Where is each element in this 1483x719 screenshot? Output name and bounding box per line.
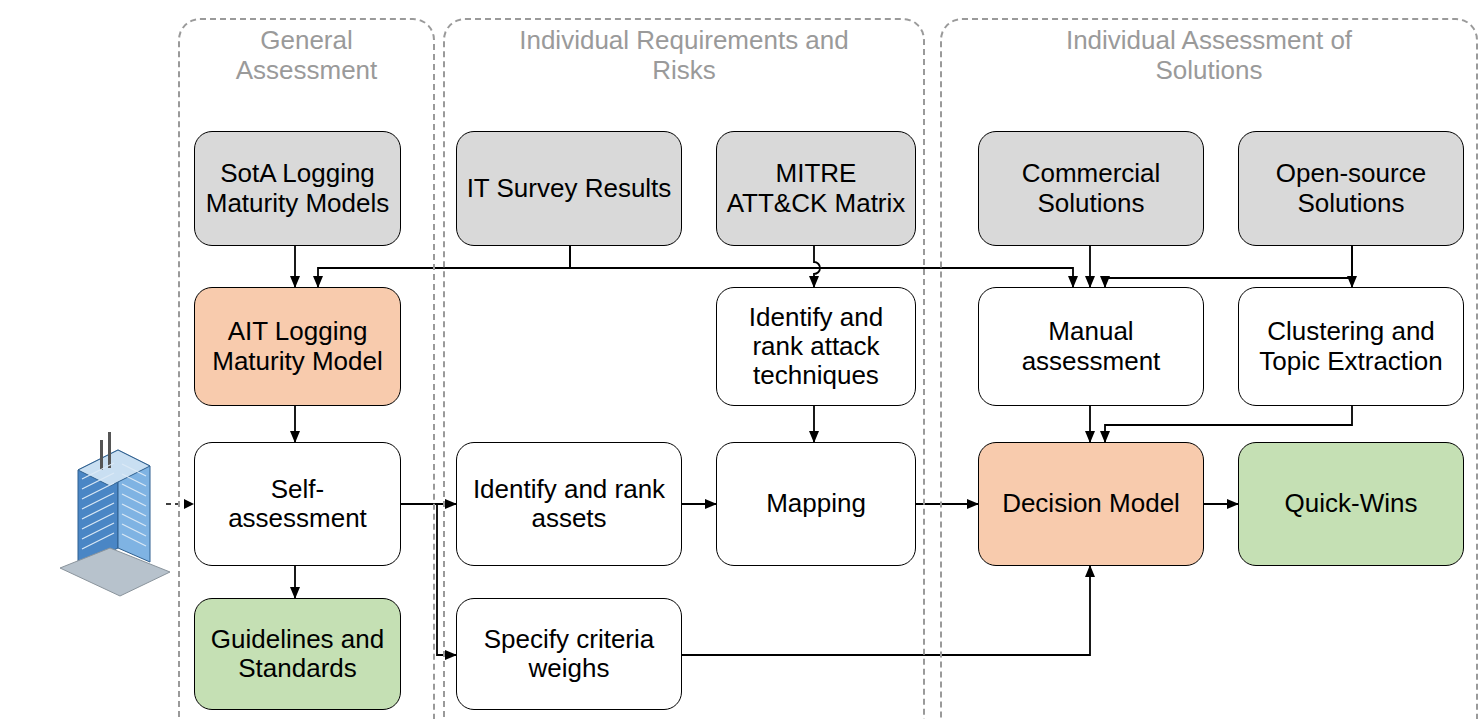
box-label: Guidelines and Standards [203, 625, 392, 683]
flow-arrow [814, 246, 820, 287]
box-label: Manual assessment [987, 317, 1195, 375]
process-box: Mapping [716, 442, 916, 566]
window-line [122, 494, 146, 506]
model-box: AIT Logging Maturity Model [194, 287, 401, 406]
flow-arrow [916, 503, 978, 505]
process-box: Manual assessment [978, 287, 1204, 406]
box-label: IT Survey Results [467, 174, 672, 203]
box-label: SotA Logging Maturity Models [203, 159, 392, 217]
box-label: Mapping [766, 489, 866, 518]
flow-arrow [294, 246, 296, 287]
window-line [122, 534, 146, 546]
building-roof [78, 450, 150, 486]
window-line [122, 464, 146, 476]
box-label: Clustering and Topic Extraction [1247, 317, 1455, 375]
box-label: Quick-Wins [1285, 489, 1418, 518]
model-box: Decision Model [978, 442, 1204, 566]
input-box: Commercial Solutions [978, 131, 1204, 246]
flow-arrow [813, 406, 815, 442]
phase-group: General AssessmentSotA Logging Maturity … [178, 18, 435, 719]
flow-arrow [682, 503, 716, 505]
box-label: Commercial Solutions [987, 159, 1195, 217]
window-line [82, 523, 114, 539]
box-label: MITRE ATT&CK Matrix [725, 159, 907, 217]
group-heading: Individual Requirements and Risks [519, 26, 849, 86]
box-label: Self-assessment [203, 475, 392, 533]
box-label: AIT Logging Maturity Model [203, 317, 392, 375]
window-line [82, 533, 114, 549]
entry-arrow-head [184, 499, 194, 509]
phase-group: Individual Requirements and Risks IT Surv… [443, 18, 925, 719]
input-box: IT Survey Results [456, 131, 682, 246]
box-label: Open-source Solutions [1247, 159, 1455, 217]
box-label: Specify criteria weighs [465, 625, 673, 683]
box-label: Identify and rank assets [465, 475, 673, 533]
process-box: Self-assessment [194, 442, 401, 566]
flow-arrow [682, 566, 1090, 655]
window-line [82, 513, 114, 529]
window-line [122, 514, 146, 526]
group-heading: General Assessment [212, 26, 402, 86]
flow-arrow [570, 246, 1073, 287]
window-lines [82, 463, 146, 549]
window-line [82, 503, 114, 519]
building-base [60, 548, 170, 596]
process-box: Identify and rank assets [456, 442, 682, 566]
input-box: MITRE ATT&CK Matrix [716, 131, 916, 246]
flow-arrow [1089, 246, 1091, 287]
window-line [122, 504, 146, 516]
window-line [122, 524, 146, 536]
output-box: Quick-Wins [1238, 442, 1464, 566]
flow-arrow [1351, 246, 1353, 287]
flow-arrow [294, 406, 296, 442]
window-line [82, 463, 114, 479]
entry-arrow-line [166, 503, 186, 505]
building-icon [60, 432, 170, 596]
flow-arrow [1204, 503, 1238, 505]
antenna [100, 440, 103, 470]
flow-arrow [1089, 406, 1091, 442]
input-box: SotA Logging Maturity Models [194, 131, 401, 246]
group-heading: Individual Assessment of Solutions [1044, 26, 1374, 86]
flow-arrow [401, 504, 456, 655]
window-line [82, 493, 114, 509]
phase-group: Individual Assessment of SolutionsCommer… [940, 18, 1478, 719]
window-line [82, 473, 114, 489]
flow-arrow [294, 566, 296, 598]
input-box: Open-source Solutions [1238, 131, 1464, 246]
antenna [108, 432, 111, 468]
flow-arrow [1105, 406, 1352, 442]
box-label: Identify and rank attack techniques [725, 303, 907, 390]
window-line [82, 483, 114, 499]
box-label: Decision Model [1002, 489, 1180, 518]
window-line [122, 484, 146, 496]
window-line [122, 474, 146, 486]
process-box: Specify criteria weighs [456, 598, 682, 710]
process-box: Identify and rank attack techniques [716, 287, 916, 406]
process-box: Clustering and Topic Extraction [1238, 287, 1464, 406]
output-box: Guidelines and Standards [194, 598, 401, 710]
flow-arrow [1105, 246, 1352, 287]
